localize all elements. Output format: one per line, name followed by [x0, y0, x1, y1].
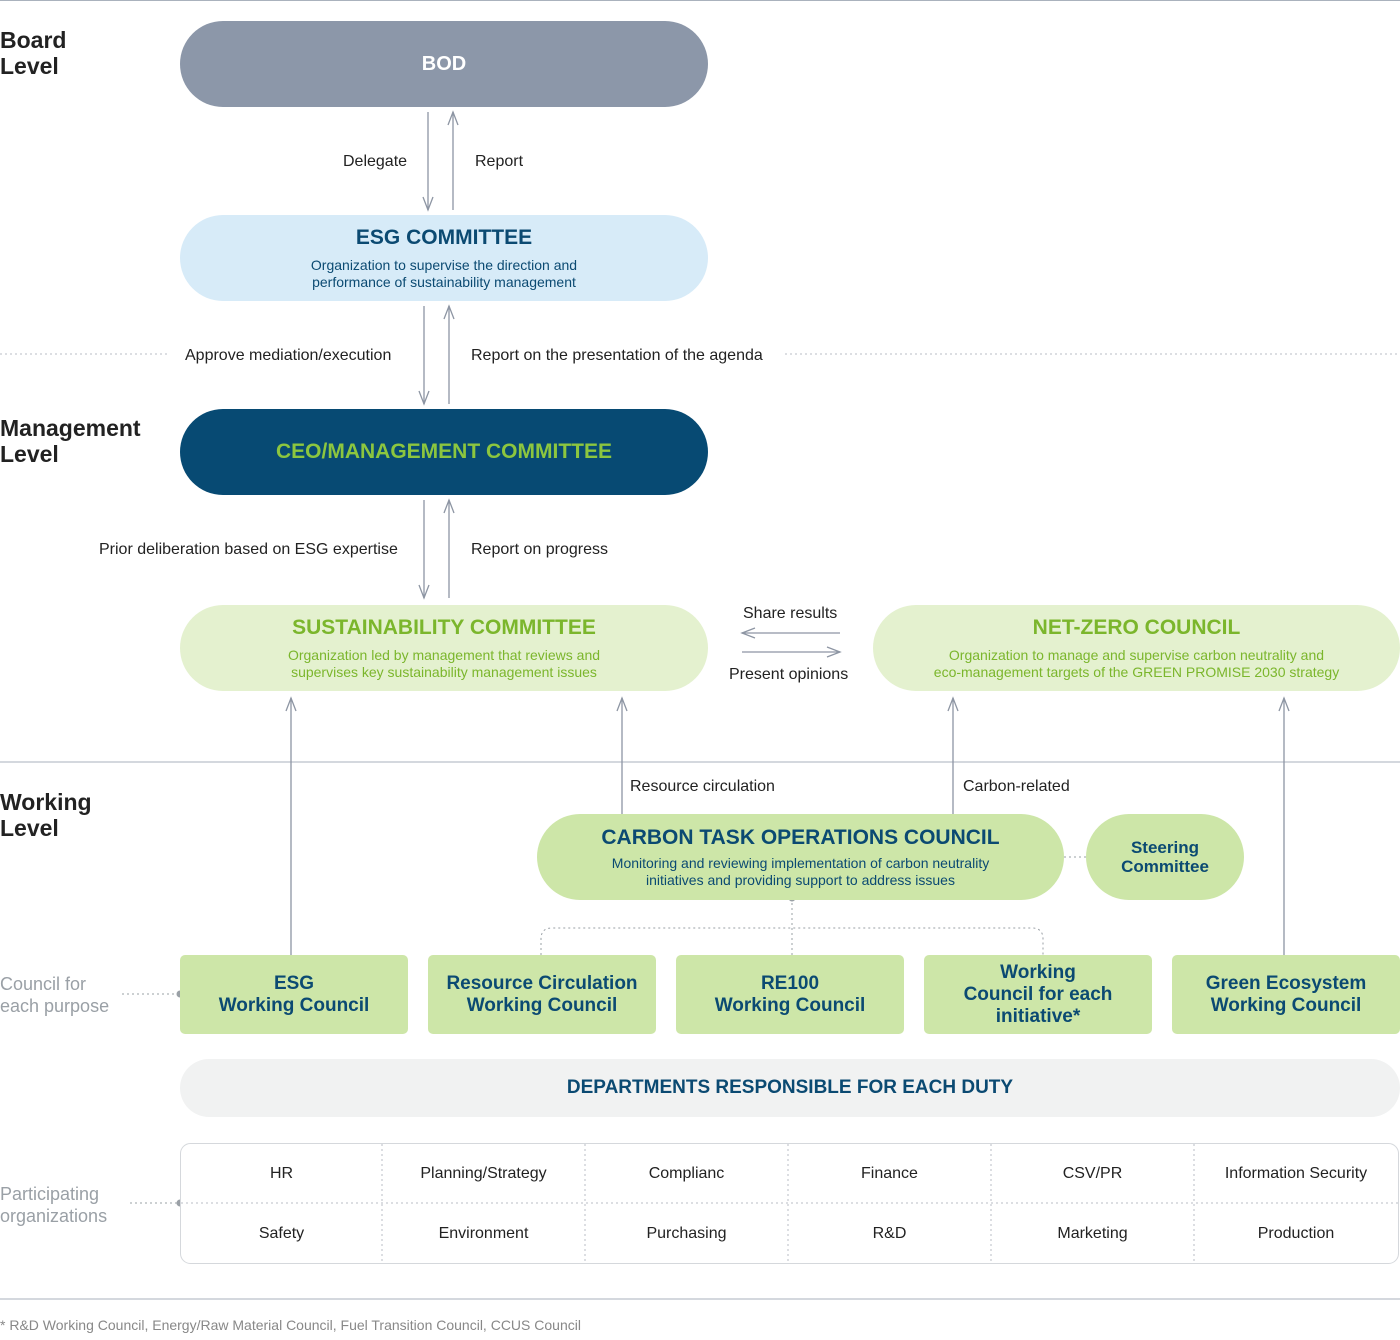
org-grid-frame	[180, 1143, 1399, 1264]
carbon-task-council-title: CARBON TASK OPERATIONS COUNCIL	[601, 826, 1000, 849]
re100-working-council: RE100 Working Council	[676, 955, 904, 1034]
bod-node: BOD	[180, 21, 708, 107]
report-progress-label: Report on progress	[471, 541, 608, 558]
esg-committee-title: ESG COMMITTEE	[355, 226, 533, 249]
carbon-task-council-node: CARBON TASK OPERATIONS COUNCIL Monitorin…	[537, 814, 1064, 900]
net-zero-council-desc: Organization to manage and supervise car…	[933, 647, 1340, 680]
report-label: Report	[475, 153, 524, 170]
carbon-bracket	[540, 927, 1044, 955]
org-cell: Finance	[861, 1164, 918, 1182]
working-level-label: Working Level	[0, 789, 92, 841]
ceo-committee-title: CEO/MANAGEMENT COMMITTEE	[276, 440, 612, 463]
org-cell: HR	[269, 1164, 294, 1182]
net-zero-council-title: NET-ZERO COUNCIL	[1032, 616, 1241, 639]
participating-orgs-label: Participating organizations	[0, 1184, 108, 1226]
org-cell: R&D	[872, 1224, 907, 1242]
org-cell: Purchasing	[646, 1224, 727, 1242]
esg-committee-desc: Organization to supervise the direction …	[310, 257, 578, 290]
org-cell: Safety	[258, 1224, 305, 1242]
org-cell: Production	[1257, 1224, 1335, 1242]
esg-committee-node: ESG COMMITTEE Organization to supervise …	[180, 215, 708, 301]
resource-circulation-label: Resource circulation	[630, 778, 775, 795]
approve-label: Approve mediation/execution	[185, 347, 392, 364]
ceo-committee-node: CEO/MANAGEMENT COMMITTEE	[180, 409, 708, 495]
departments-bar: DEPARTMENTS RESPONSIBLE FOR EACH DUTY	[180, 1059, 1400, 1117]
report-agenda-label: Report on the presentation of the agenda	[471, 347, 763, 364]
sustainability-committee-node: SUSTAINABILITY COMMITTEE Organization le…	[180, 605, 708, 691]
sustainability-committee-title: SUSTAINABILITY COMMITTEE	[292, 616, 596, 639]
org-cell: Environment	[438, 1224, 529, 1242]
prior-deliberation-label: Prior deliberation based on ESG expertis…	[99, 541, 398, 558]
net-zero-council-node: NET-ZERO COUNCIL Organization to manage …	[873, 605, 1400, 691]
org-cell: Planning/Strategy	[420, 1164, 547, 1182]
steering-committee-title: Steering Committee	[1121, 838, 1209, 876]
present-opinions-label: Present opinions	[729, 666, 849, 683]
bod-title: BOD	[421, 53, 467, 75]
carbon-related-label: Carbon-related	[963, 778, 1070, 795]
sustainability-committee-desc: Organization led by management that revi…	[287, 647, 601, 680]
resource-circulation-working-council: Resource Circulation Working Council	[428, 955, 656, 1034]
org-cell: CSV/PR	[1062, 1164, 1123, 1182]
initiative-working-council: Working Council for each initiative*	[924, 955, 1152, 1034]
departments-title: DEPARTMENTS RESPONSIBLE FOR EACH DUTY	[566, 1077, 1014, 1098]
board-level-label: Board Level	[0, 27, 67, 79]
carbon-task-council-desc: Monitoring and reviewing implementation …	[611, 855, 990, 888]
org-cell: Complianc	[648, 1164, 725, 1182]
esg-working-council: ESG Working Council	[180, 955, 408, 1034]
org-cell: Information Security	[1224, 1164, 1368, 1182]
org-cell: Marketing	[1057, 1224, 1128, 1242]
footnote: * R&D Working Council, Energy/Raw Materi…	[0, 1317, 581, 1333]
steering-committee-node: Steering Committee	[1086, 814, 1244, 900]
management-level-label: Management Level	[0, 415, 141, 467]
delegate-label: Delegate	[343, 153, 408, 170]
green-ecosystem-working-council: Green Ecosystem Working Council	[1172, 955, 1400, 1034]
council-purpose-label: Council for each purpose	[0, 974, 110, 1016]
share-results-label: Share results	[743, 605, 838, 622]
